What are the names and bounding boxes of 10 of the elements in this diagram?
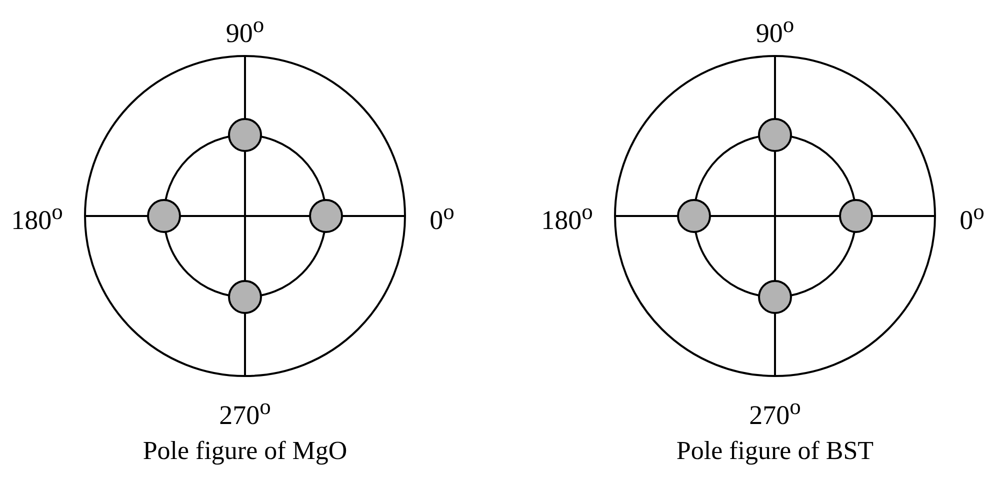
angle-label: 180$^{o}$ <box>11 198 63 235</box>
angle-label: 0$^{o}$ <box>430 198 454 235</box>
angle-label: 270$^{o}$ <box>749 393 801 430</box>
angle-label: 90$^{o}$ <box>756 11 794 48</box>
angle-label: 0$^{o}$ <box>960 198 984 235</box>
angle-label: 180$^{o}$ <box>541 198 593 235</box>
angle-label: 90$^{o}$ <box>226 11 264 48</box>
figure-caption: Pole figure of MgO <box>142 436 348 466</box>
figure-caption: Pole figure of BST <box>676 436 874 466</box>
angle-label: 270$^{o}$ <box>219 393 271 430</box>
